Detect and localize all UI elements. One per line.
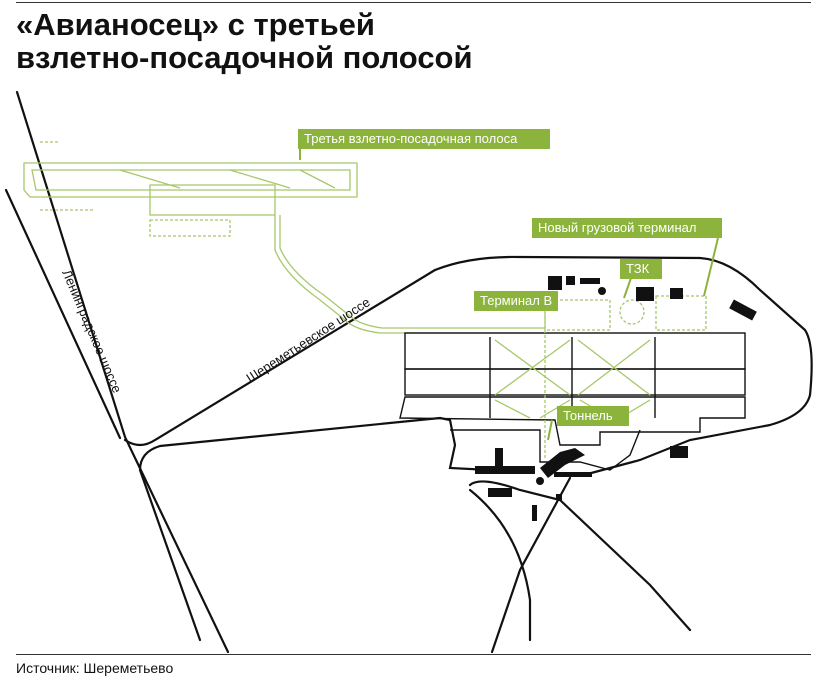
label-cargo-terminal: Новый грузовой терминал: [532, 218, 722, 297]
south-road-2: [468, 488, 532, 642]
building-4: [598, 287, 606, 295]
airfield-boundary-south: [439, 416, 516, 472]
runway-complex: [399, 332, 746, 471]
tzk-building: [636, 287, 654, 301]
runway-south: [399, 396, 746, 446]
tzk-zone: [619, 299, 645, 325]
third-runway-complex: [23, 141, 545, 334]
source-note: Источник: Шереметьево: [16, 660, 174, 676]
label-terminal-b-text: Терминал B: [480, 293, 552, 308]
terminal-south-5: [536, 477, 544, 485]
building-2: [566, 276, 575, 285]
apron-south: [450, 429, 641, 471]
runway-north: [404, 332, 746, 370]
terminal-south-7: [556, 494, 562, 500]
label-runway3-text: Третья взлетно-посадочная полоса: [304, 131, 518, 146]
top-rule: [16, 2, 811, 3]
title-line-1: «Авианосец» с третьей: [16, 7, 375, 42]
airport-outline: [434, 255, 813, 478]
third-runway-apron: [149, 219, 231, 237]
third-runway-diag-1: [119, 169, 181, 189]
building-east: [729, 299, 757, 321]
third-runway-inner: [31, 169, 351, 191]
building-3: [580, 278, 600, 284]
third-runway-outline: [23, 162, 358, 198]
terminal-south-4: [540, 448, 585, 478]
new-taxi-x1: [494, 339, 571, 396]
airfield-boundary: [434, 255, 813, 478]
sheremetyevskoe-road: [123, 268, 437, 447]
label-terminal-b: Терминал B: [474, 291, 558, 311]
label-tunnel-text: Тоннель: [563, 408, 613, 423]
third-runway-link: [274, 215, 545, 334]
terminal-south-3: [488, 488, 512, 497]
leningradskoe-road-2: [4, 188, 122, 440]
label-tzk-text: ТЗК: [626, 261, 650, 276]
terminal-south-1: [475, 466, 535, 474]
third-runway-diag-2: [229, 169, 291, 189]
label-tzk: ТЗК: [620, 259, 662, 299]
terminal-south-2: [495, 448, 503, 474]
label-cargo-terminal-text: Новый грузовой терминал: [538, 220, 696, 235]
title-line-2: взлетно-посадочной полосой: [16, 40, 473, 75]
terminal-b-zone: [544, 299, 611, 331]
buildings: [475, 276, 757, 521]
third-runway-diag-3: [299, 169, 336, 189]
label-tunnel: Тоннель: [547, 406, 629, 441]
south-road: [468, 480, 692, 632]
new-taxi-x2: [577, 339, 651, 396]
branch-road: [138, 416, 442, 642]
roads: [4, 90, 692, 654]
leningradskoe-road: [15, 90, 230, 654]
road-label-sheremetyevskoe: Шереметьевское шоссе: [243, 294, 372, 385]
building-se: [670, 446, 688, 458]
map-title: «Авианосец» с третьей взлетно-посадочной…: [16, 8, 796, 74]
cargo-building: [670, 288, 683, 299]
third-runway-dash: [40, 141, 95, 211]
third-runway-link-2: [279, 215, 545, 329]
terminal-south-8: [532, 505, 537, 521]
bottom-rule: [16, 654, 811, 655]
south-road-3: [490, 476, 572, 654]
cargo-zone: [655, 295, 707, 331]
runway-middle: [404, 368, 746, 396]
building-1: [548, 276, 562, 290]
terminal-south-6: [554, 472, 592, 477]
label-runway3: Третья взлетно-посадочная полоса: [298, 129, 550, 160]
